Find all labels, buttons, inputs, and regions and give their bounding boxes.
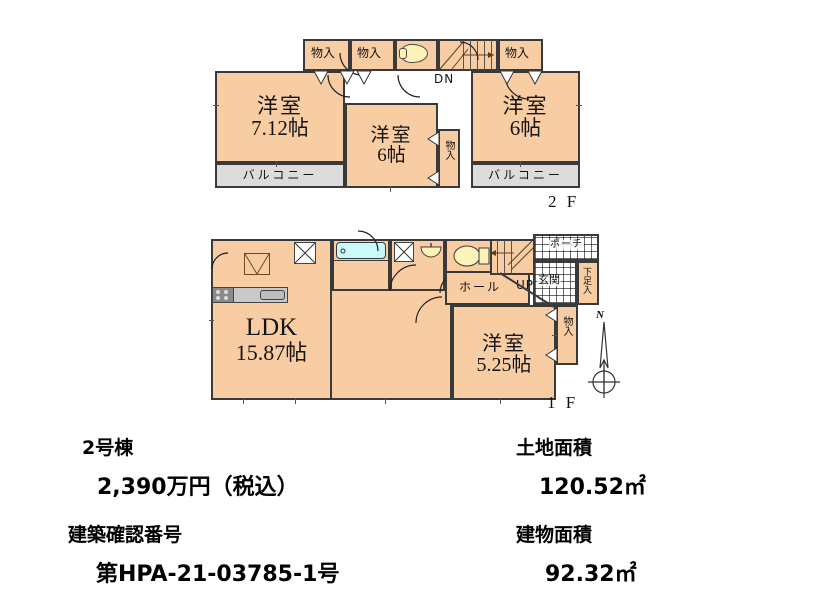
kitchen-sink-icon [260, 290, 285, 300]
stair-tread-1f-3 [511, 240, 512, 274]
closet-2f-a [303, 39, 350, 71]
window-tick-2f-r1 [576, 105, 582, 106]
compass-rose: N [578, 306, 630, 398]
window-tick-2f-r2 [520, 161, 521, 167]
washroom-window-x-icon [394, 242, 414, 262]
closet-1f [556, 305, 578, 365]
door-swings-2f-icon [327, 41, 530, 100]
closet-1f-sliding-arrows-icon [545, 307, 558, 363]
closet-2f-d-sliding-arrows-icon [427, 131, 440, 186]
building-area-label: 建物面積 [516, 524, 593, 546]
vanity-sink-icon [420, 243, 442, 258]
closet-1f-label: 物入 [561, 316, 572, 336]
property-info-block: 2号棟 2,390万円（税込） 土地面積 120.52㎡ 建築確認番号 第HPA… [0, 425, 819, 610]
hall-label: ホール [459, 280, 502, 294]
balcony-2f-left-label: バルコニー [242, 168, 318, 183]
first-floor-plan: LDK 15.87帖 [0, 215, 640, 415]
second-floor-caption: 2 F [548, 192, 580, 211]
land-area-label: 土地面積 [516, 437, 593, 459]
stair-tread-1f-1 [497, 240, 498, 274]
window-tick-1f-l1 [209, 320, 214, 321]
bedroom-1f: 洋室 5.25帖 [452, 305, 556, 400]
bedroom-2f-right-size: 6帖 [509, 116, 542, 140]
ldk-window-x-icon [294, 242, 316, 264]
bathtub-drain-icon [340, 248, 346, 254]
hall-1f [445, 273, 530, 305]
closet-2f-c [498, 39, 543, 71]
confirmation-no-value: 第HPA-21-03785-1号 [96, 562, 340, 587]
ldk-extension [330, 290, 452, 400]
balcony-2f-right: バルコニー [471, 163, 580, 188]
window-tick-2f-m1 [390, 186, 391, 192]
washroom-door-swing-icon [389, 264, 417, 292]
closet-2f-b [350, 39, 395, 71]
first-floor-caption: 1 F [547, 393, 579, 412]
ldk-room: LDK 15.87帖 [211, 239, 332, 400]
window-tick-1f-r1 [552, 335, 557, 336]
svg-text:N: N [595, 309, 605, 321]
door-swings-1f-icon [211, 230, 443, 324]
closet-2f-c-label: 物入 [505, 46, 530, 60]
stair-tread-1f-2 [504, 240, 505, 274]
stairs-up-label: UP [516, 278, 535, 292]
bath-divider-wall [333, 260, 389, 261]
window-tick-1f-b4 [500, 398, 501, 404]
bedroom-2f-middle: 洋室 6帖 [345, 103, 438, 188]
shoe-cabinet [577, 261, 599, 305]
second-floor-plan: 物入 物入 DN 物入 洋室 7.12帖 洋室 6帖 [0, 0, 600, 215]
bedroom-1f-name: 洋室 [482, 333, 526, 355]
building-area-value: 92.32㎡ [545, 562, 637, 587]
ldk-size: 15.87帖 [235, 339, 308, 365]
entrance-angled-wall [499, 272, 555, 308]
balcony-2f-left: バルコニー [215, 163, 345, 188]
window-tick-1f-b1 [243, 398, 244, 404]
bedroom-2f-right: 洋室 6帖 [471, 71, 580, 163]
bedroom-1f-size: 5.25帖 [476, 354, 532, 376]
ldk-name: LDK [245, 313, 298, 341]
bedroom-2f-left: 洋室 7.12帖 [215, 71, 345, 163]
closet-2f-d-label: 物入 [443, 140, 454, 160]
closet-door-markers-2f-icon [313, 71, 543, 86]
bedroom-2f-left-size: 7.12帖 [251, 116, 309, 140]
range-hood-v-icon [244, 253, 270, 275]
toilet-bowl-1f-icon [453, 245, 490, 267]
confirmation-no-label: 建築確認番号 [68, 524, 183, 546]
price-value: 2,390万円（税込） [97, 475, 299, 500]
shoe-cabinet-label: 下足入 [582, 267, 592, 294]
window-tick-2f-l1 [213, 105, 219, 106]
bedroom-2f-middle-name: 洋室 [370, 124, 413, 146]
stairs-down-label: DN [434, 72, 455, 86]
window-tick-2f-l2 [276, 161, 277, 167]
porch-label: ポーチ [549, 239, 584, 250]
balcony-2f-right-label: バルコニー [488, 168, 563, 183]
toilet-tank-2f-icon [399, 48, 407, 59]
stove-burners-icon [216, 290, 228, 300]
closet-2f-a-label: 物入 [311, 46, 336, 60]
entrance-label: 玄関 [537, 274, 561, 286]
stairs-1f [490, 239, 538, 275]
closet-2f-b-label: 物入 [357, 46, 382, 60]
stair-direction-2f-icon [439, 40, 494, 70]
bathtub-icon [336, 242, 386, 259]
bedroom-2f-right-name: 洋室 [502, 93, 549, 118]
land-area-value: 120.52㎡ [539, 475, 646, 500]
bedroom-2f-left-name: 洋室 [257, 93, 303, 118]
closet-2f-d [438, 129, 460, 188]
window-tick-1f-b2 [295, 398, 296, 404]
window-tick-1f-b3 [385, 398, 386, 404]
bedroom-2f-middle-size: 6帖 [377, 144, 406, 166]
building-no-label: 2号棟 [82, 437, 134, 459]
